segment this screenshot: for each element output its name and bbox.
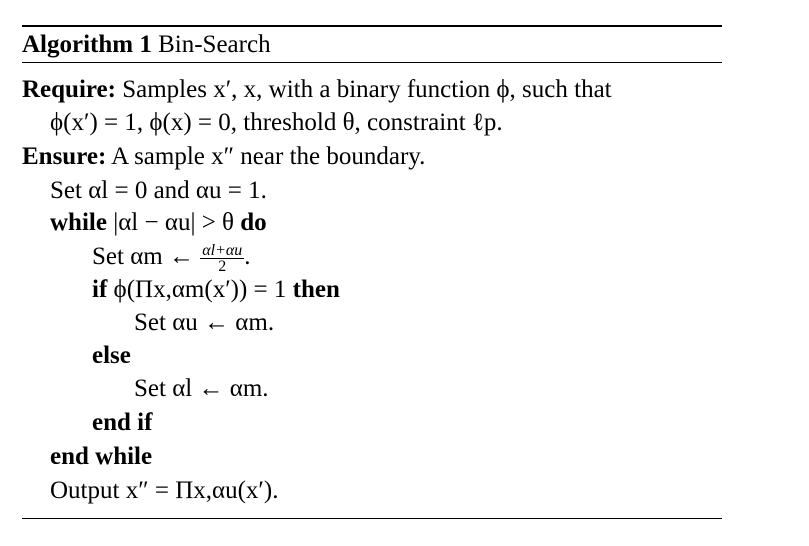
algorithm-name: Bin-Search — [158, 31, 271, 58]
step-set-m: Set αm ← αl+αu 2 . — [92, 242, 251, 274]
then-keyword: then — [292, 276, 340, 303]
output-text: Output x″ = Πx,αu(x′). — [50, 477, 279, 504]
step-set-init-text: Set αl = 0 and αu = 1. — [50, 177, 267, 204]
require-line: Require: Samples x′, x, with a binary fu… — [22, 75, 612, 105]
step-set-m-period: . — [244, 243, 251, 270]
step-set-init: Set αl = 0 and αu = 1. — [50, 176, 267, 206]
bottom-rule — [22, 518, 722, 519]
require-line-2: ϕ(x′) = 1, ϕ(x) = 0, threshold θ, constr… — [50, 108, 503, 138]
end-if-keyword: end if — [92, 409, 153, 436]
fraction-numerator: αl+αu — [200, 241, 245, 259]
else-line: else — [92, 341, 131, 371]
caption-rule — [22, 62, 722, 63]
step-set-u: Set αu ← αm. — [134, 308, 274, 338]
if-keyword: if — [92, 276, 108, 303]
require-text-2: ϕ(x′) = 1, ϕ(x) = 0, threshold θ, constr… — [50, 109, 503, 136]
ensure-line: Ensure: A sample x″ near the boundary. — [22, 142, 425, 172]
ensure-text: A sample x″ near the boundary. — [111, 143, 426, 170]
step-set-m-prefix: Set αm ← — [92, 243, 194, 270]
while-line: while |αl − αu| > θ do — [50, 208, 267, 238]
do-keyword: do — [240, 209, 267, 236]
algorithm-caption: Algorithm 1 Bin-Search — [22, 30, 271, 60]
if-condition: ϕ(Πx,αm(x′)) = 1 — [113, 276, 287, 303]
require-keyword: Require: — [22, 76, 116, 103]
end-if-line: end if — [92, 408, 152, 438]
algorithm-label: Algorithm 1 — [22, 31, 152, 58]
while-keyword: while — [50, 209, 107, 236]
ensure-keyword: Ensure: — [22, 143, 107, 170]
while-condition: |αl − αu| > θ — [113, 209, 235, 236]
else-keyword: else — [92, 342, 131, 369]
step-set-l: Set αl ← αm. — [134, 374, 269, 404]
step-set-m-fraction: αl+αu 2 — [200, 241, 245, 275]
step-set-l-text: Set αl ← αm. — [134, 375, 269, 402]
end-while-line: end while — [50, 442, 152, 472]
if-line: if ϕ(Πx,αm(x′)) = 1 then — [92, 275, 340, 305]
fraction-denominator: 2 — [218, 257, 227, 275]
end-while-keyword: end while — [50, 443, 153, 470]
step-set-u-text: Set αu ← αm. — [134, 309, 275, 336]
require-text: Samples x′, x, with a binary function ϕ,… — [122, 76, 612, 103]
output-line: Output x″ = Πx,αu(x′). — [50, 476, 278, 506]
top-rule — [22, 25, 722, 27]
